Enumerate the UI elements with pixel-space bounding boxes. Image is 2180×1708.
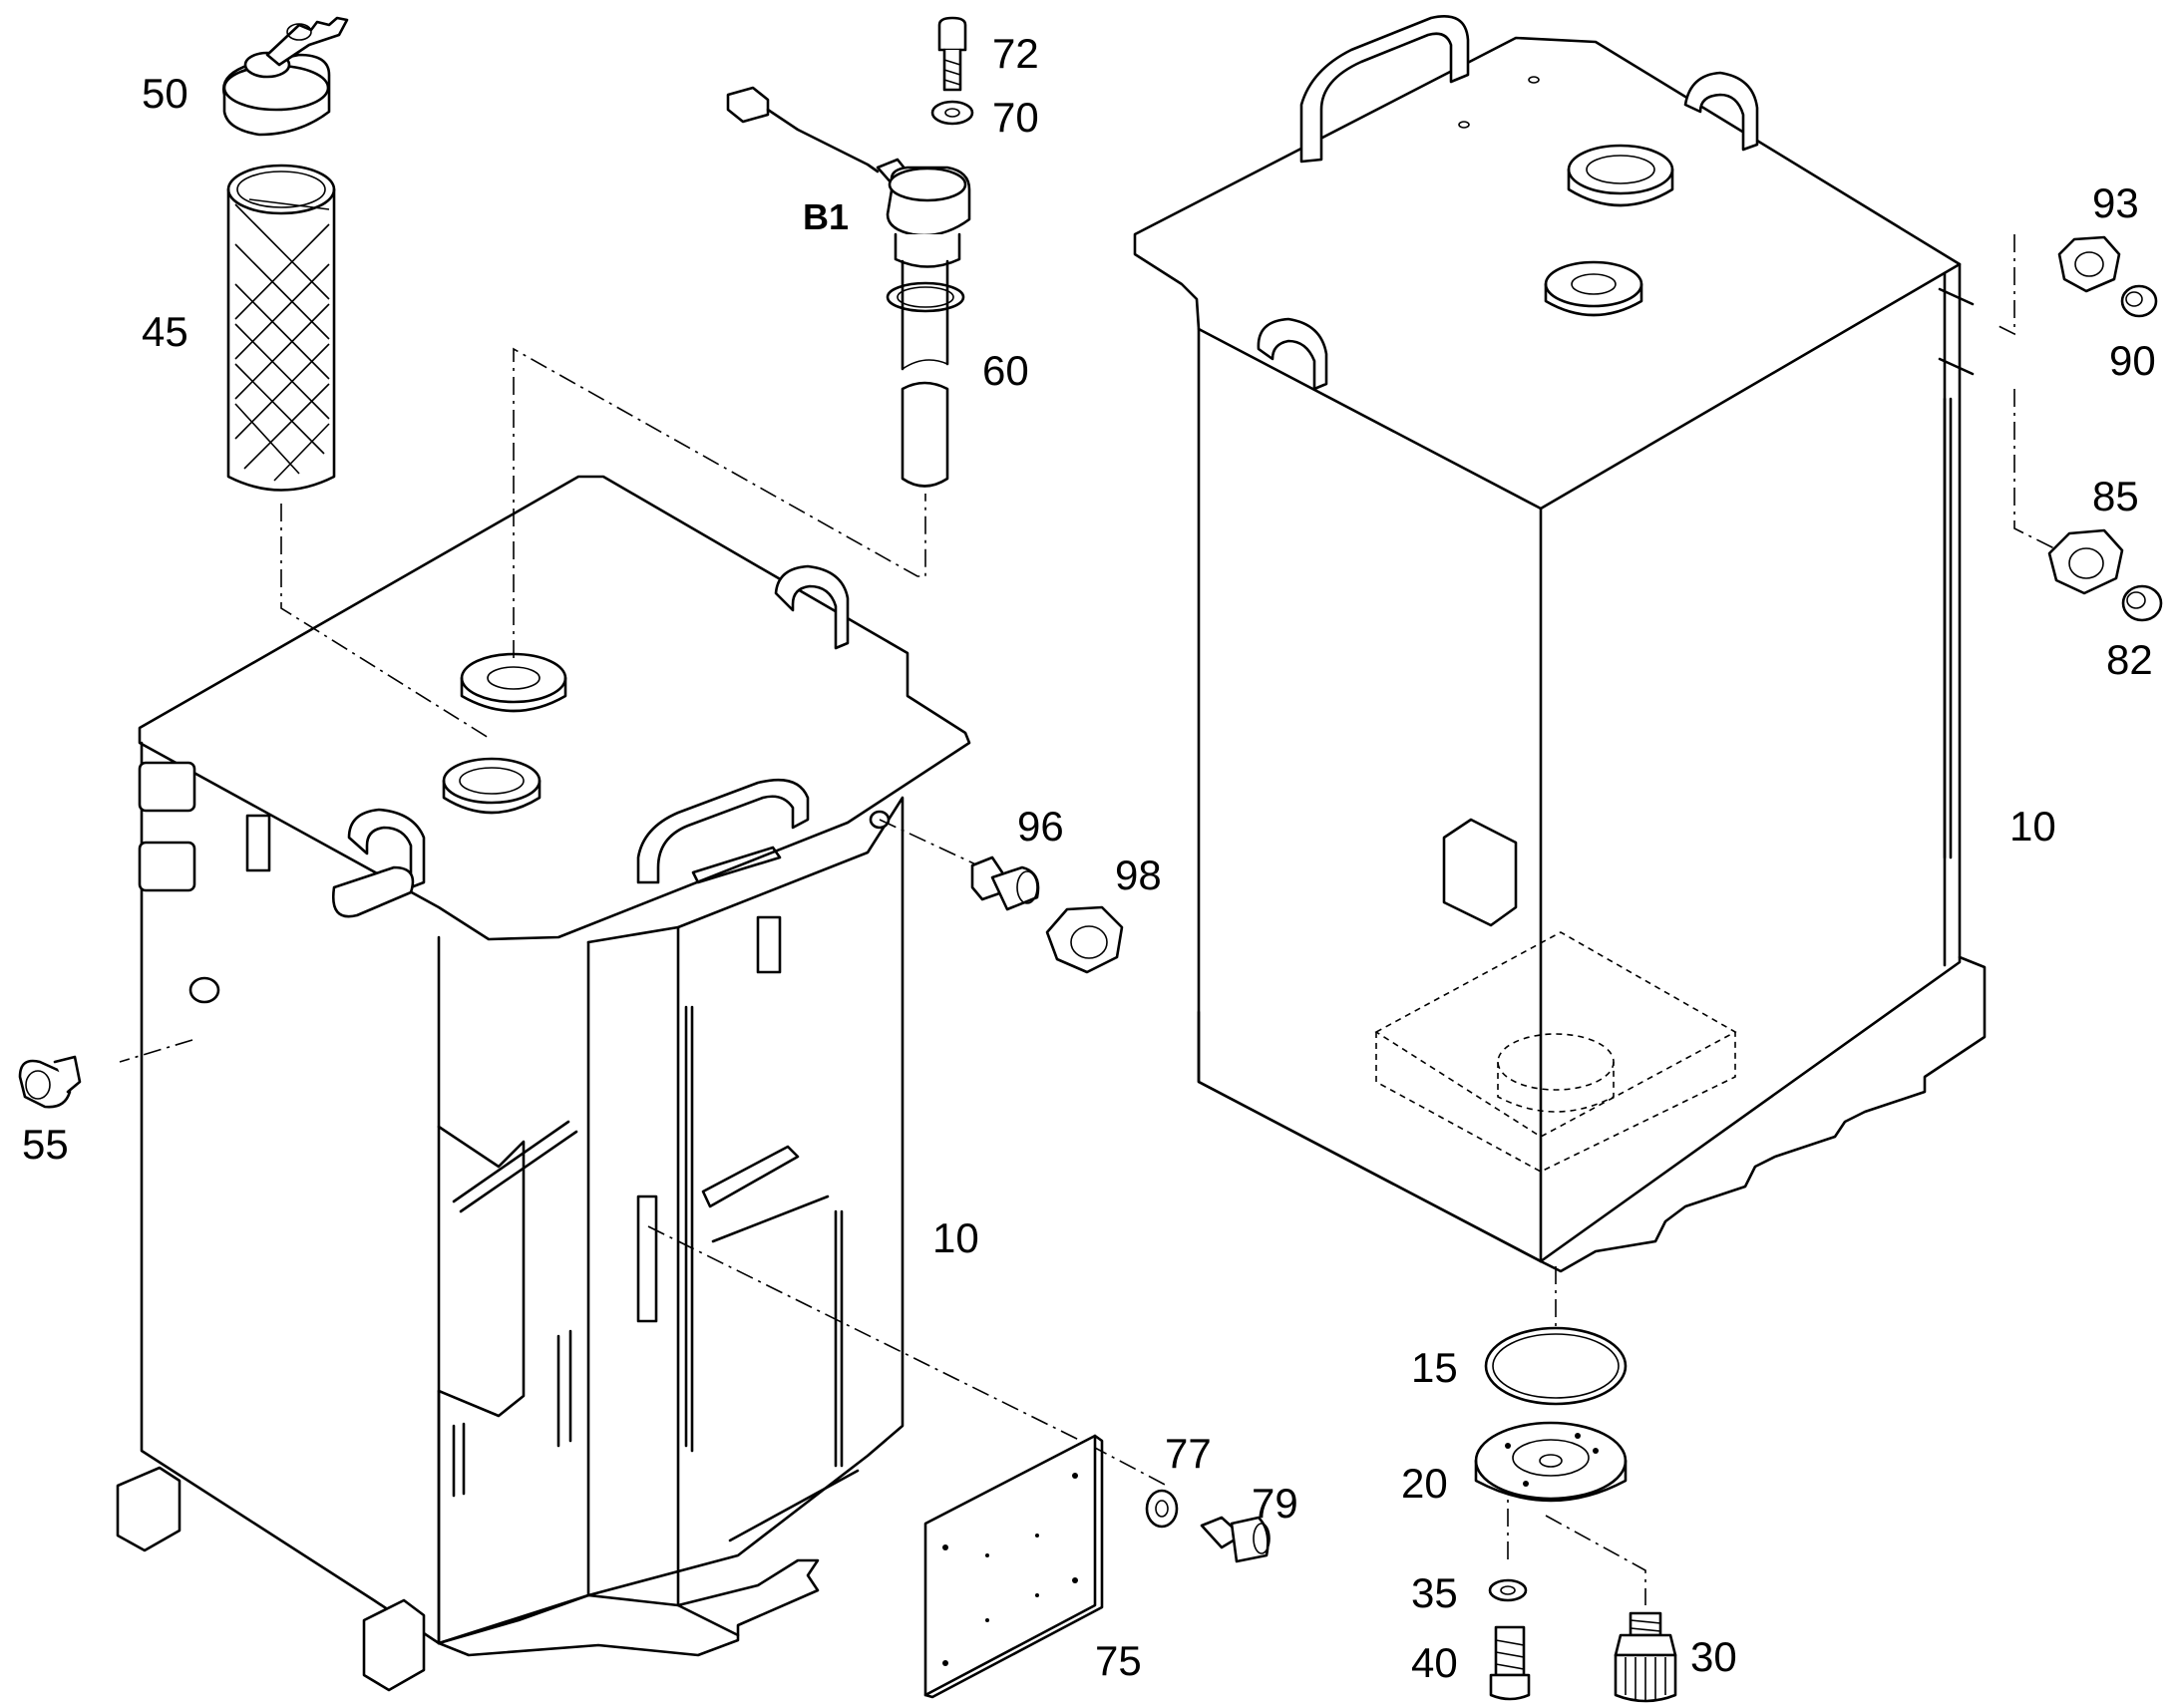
nut-85-part xyxy=(2047,528,2124,595)
callout-85: 85 xyxy=(2092,473,2139,519)
cover-plate-75-part xyxy=(923,1434,1104,1699)
o-ring-15-part xyxy=(1484,1326,1628,1406)
cover-20-part xyxy=(1474,1421,1628,1503)
callout-15: 15 xyxy=(1411,1344,1458,1391)
callout-96: 96 xyxy=(1017,803,1064,850)
left-tank-lug-rear xyxy=(774,564,850,650)
right-tank-side-block xyxy=(1442,818,1518,927)
left-tank-front-face xyxy=(437,940,590,1645)
callout-10-left: 10 xyxy=(932,1214,979,1261)
callout-79: 79 xyxy=(1252,1480,1298,1527)
callout-93: 93 xyxy=(2092,179,2139,226)
callout-35: 35 xyxy=(1411,1569,1458,1616)
strainer-part xyxy=(226,164,336,492)
callout-45: 45 xyxy=(142,308,188,355)
right-tank-lug-rear xyxy=(1683,71,1759,152)
drain-valve-30-part xyxy=(1614,1611,1677,1703)
callout-77: 77 xyxy=(1165,1430,1212,1477)
left-tank xyxy=(116,475,971,1692)
left-tank-sender-flange xyxy=(460,652,567,713)
callout-82: 82 xyxy=(2106,636,2153,683)
callout-50: 50 xyxy=(142,70,188,117)
callout-90: 90 xyxy=(2109,337,2156,384)
left-tank-lid xyxy=(138,475,971,941)
right-tank-base xyxy=(1197,955,1987,1273)
filler-cap-part xyxy=(222,16,349,137)
right-tank-handle xyxy=(1299,15,1470,164)
callout-60: 60 xyxy=(982,347,1029,394)
callout-98: 98 xyxy=(1115,852,1162,898)
screw-79-part xyxy=(1200,1516,1271,1563)
right-tank-right-face xyxy=(1539,262,1962,1263)
callout-40: 40 xyxy=(1411,1639,1458,1686)
callout-20: 20 xyxy=(1401,1460,1448,1507)
right-tank-hidden-sump xyxy=(1374,931,1737,1261)
callout-labels: 50 45 72 70 B1 60 93 90 85 82 10 96 98 5… xyxy=(22,30,2156,1686)
screw-72-part xyxy=(937,16,967,92)
callout-70: 70 xyxy=(992,94,1039,141)
left-tank-handle xyxy=(636,778,810,884)
callout-30: 30 xyxy=(1690,1633,1737,1680)
callout-72: 72 xyxy=(992,30,1039,77)
washer-70-part xyxy=(930,100,974,126)
callout-75: 75 xyxy=(1095,1637,1142,1684)
right-tank xyxy=(1133,15,1987,1273)
left-tank-bracket-lower xyxy=(138,841,196,892)
fuel-level-sender-part xyxy=(726,86,971,488)
left-tank-lug-front xyxy=(347,808,426,889)
right-tank-filler-neck xyxy=(1567,144,1674,207)
callout-55: 55 xyxy=(22,1121,69,1168)
nut-93-part xyxy=(2057,235,2121,293)
callout-10-right: 10 xyxy=(2009,803,2056,850)
left-tank-corner-block-2 xyxy=(362,1598,426,1692)
washer-77-part xyxy=(1145,1489,1179,1529)
left-tank-drain-boss xyxy=(188,976,220,1004)
plug-55-part xyxy=(18,1055,82,1109)
left-tank-bracket-upper xyxy=(138,761,196,813)
fitting-96-part xyxy=(970,855,1040,911)
left-tank-right-face xyxy=(586,796,905,1597)
callout-B1: B1 xyxy=(803,196,849,237)
cap-82-part xyxy=(2121,584,2163,622)
right-tank-lid xyxy=(1133,36,1962,511)
bolt-40-part xyxy=(1489,1625,1531,1701)
left-tank-nameplate xyxy=(331,865,415,918)
cap-90-part xyxy=(2120,284,2158,318)
left-tank-corner-block-1 xyxy=(116,1466,182,1552)
right-tank-sender-flange xyxy=(1544,260,1643,317)
key-icon xyxy=(265,16,349,67)
right-tank-lug-front xyxy=(1257,317,1328,391)
washer-35-part xyxy=(1488,1578,1528,1602)
nut-98-part xyxy=(1045,905,1124,974)
left-tank-base xyxy=(437,1558,820,1657)
left-tank-filler-neck xyxy=(442,757,542,815)
